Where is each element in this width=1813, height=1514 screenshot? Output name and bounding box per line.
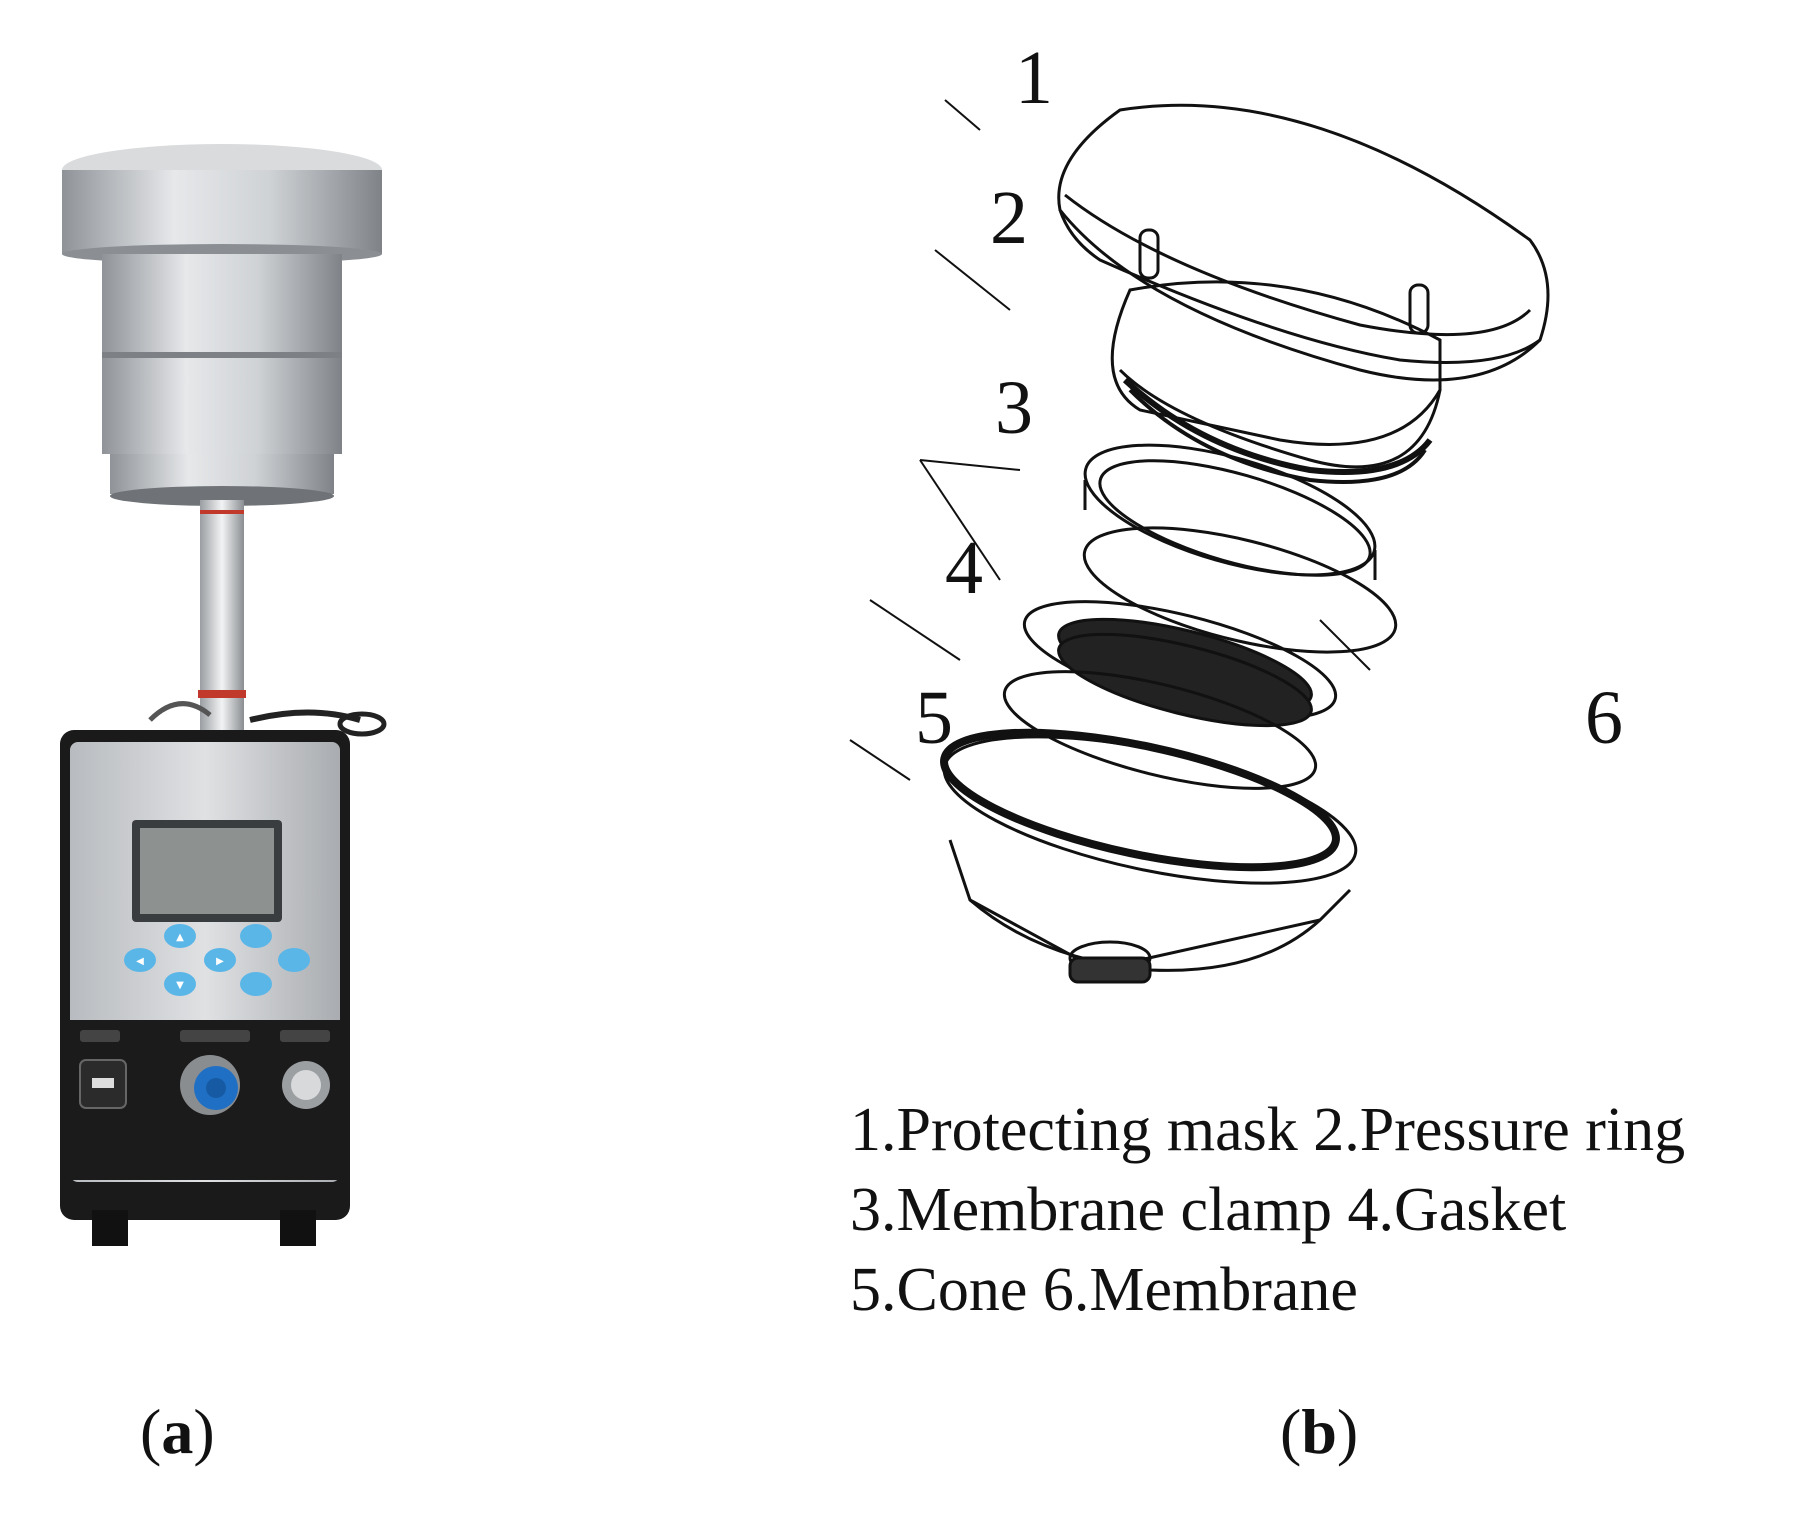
part-number-1: 1: [1015, 36, 1053, 120]
cone-part: [940, 728, 1358, 984]
up-arrow-key[interactable]: [164, 924, 196, 948]
usb-port[interactable]: [79, 1059, 127, 1109]
sampling-head: [62, 144, 382, 506]
left-arrow-key[interactable]: [124, 948, 156, 972]
leader-lines: [849, 99, 1371, 781]
up-arrow-icon: ▲: [176, 932, 184, 943]
caption-a: (a): [140, 1396, 215, 1467]
connector-label-plate: [180, 1030, 250, 1042]
right-arrow-icon: ▶: [216, 956, 224, 967]
exploded-view-illustration: [849, 99, 1550, 984]
gasket-part: [1002, 600, 1338, 790]
instrument-body: ◀ ▲ ▼ ▶: [60, 730, 350, 1246]
part-number-4: 4: [945, 526, 983, 610]
down-arrow-icon: ▼: [176, 980, 184, 991]
left-arrow-icon: ◀: [136, 956, 144, 967]
sampler-device-illustration: ◀ ▲ ▼ ▶: [60, 144, 387, 1246]
legend-line-1: 1.Protecting mask 2.Pressure ring: [850, 1096, 1686, 1164]
part-number-5: 5: [915, 676, 953, 760]
power-connector[interactable]: [180, 1055, 240, 1115]
exploded-view-drawing: 1 2 3 4 5 6: [840, 40, 1710, 990]
usb-label-plate: [80, 1030, 120, 1042]
function-key-3[interactable]: [240, 972, 272, 996]
part-number-6: 6: [1585, 676, 1623, 760]
legend-line-3: 5.Cone 6.Membrane: [850, 1256, 1358, 1324]
legend-line-2: 3.Membrane clamp 4.Gasket: [850, 1176, 1567, 1244]
down-arrow-key[interactable]: [164, 972, 196, 996]
switch-label-plate: [280, 1030, 330, 1042]
support-pole: [148, 500, 387, 740]
membrane-clamp-part: [1083, 443, 1377, 580]
parts-legend: 1.Protecting mask 2.Pressure ring 3.Memb…: [850, 1090, 1685, 1330]
caption-b: (b): [1280, 1396, 1359, 1467]
pressure-ring-part: [1110, 280, 1442, 484]
protecting-mask-part: [1057, 103, 1550, 382]
keypad: ◀ ▲ ▼ ▶: [124, 924, 310, 996]
sampler-device-photo: ◀ ▲ ▼ ▶: [40, 130, 420, 1280]
function-key-1[interactable]: [240, 924, 272, 948]
part-number-2: 2: [990, 176, 1028, 260]
function-key-2[interactable]: [278, 948, 310, 972]
membrane-part: [1082, 526, 1398, 654]
power-switch[interactable]: [282, 1061, 330, 1109]
part-number-3: 3: [995, 366, 1033, 450]
right-arrow-key[interactable]: [204, 948, 236, 972]
